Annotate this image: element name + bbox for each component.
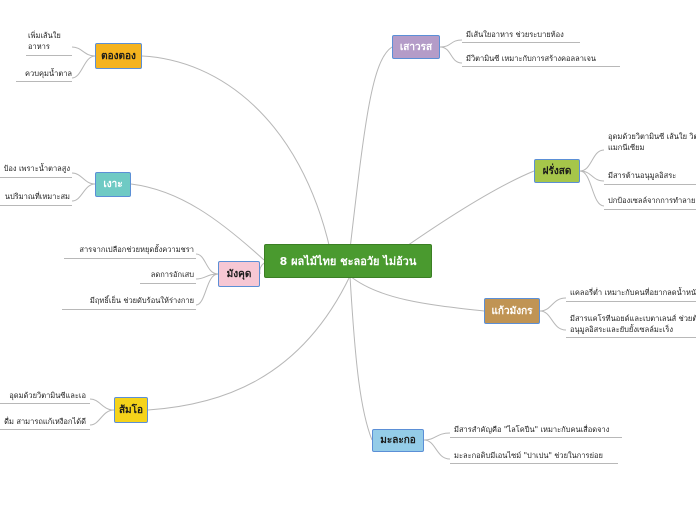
leaf-link [195, 253, 219, 275]
leaf-text: อุดมด้วยวิตามินซี เส้นใย วิตามินเอ โพแทส… [608, 132, 696, 152]
branch-faraws[interactable]: เสาวรส [392, 35, 440, 59]
leaf-faraws-1[interactable]: มีเส้นใยอาหาร ช่วยระบายท้อง [466, 30, 564, 39]
branch-kaewmangkon[interactable]: แก้วมังกร [484, 298, 540, 324]
branch-farang[interactable]: ฝรั่งสด [534, 159, 580, 183]
link-kaewmangkon [349, 275, 485, 312]
leaf-underline [0, 403, 90, 404]
leaf-underline [566, 337, 696, 338]
leaf-link [439, 46, 463, 64]
leaf-somo-2[interactable]: ดื่ม สามารถแก้เหงือกได้ดี [4, 417, 86, 426]
leaf-thongthong-2[interactable]: ควบคุมน้ำตาล [25, 69, 72, 78]
branch-thongthong[interactable]: ตองตอง [95, 43, 142, 69]
leaf-underline [462, 66, 620, 67]
leaf-underline [604, 184, 696, 185]
leaf-underline [62, 309, 196, 310]
branch-malakor[interactable]: มะละกอ [372, 429, 424, 452]
leaf-link [579, 149, 605, 172]
leaf-underline [16, 81, 72, 82]
leaf-link [439, 39, 463, 48]
leaf-underline [604, 209, 696, 210]
leaf-underline [64, 258, 196, 259]
leaf-link [71, 46, 96, 57]
leaf-underline [450, 437, 622, 438]
branch-label: เสาวรส [399, 41, 433, 53]
branch-ngo[interactable]: เงาะ [95, 172, 131, 197]
leaf-farang-2[interactable]: มีสารต้านอนุมูลอิสระ [608, 171, 677, 180]
leaf-text: เพิ่มเส้นใยอาหาร [28, 31, 61, 51]
leaf-link [423, 432, 451, 441]
branch-label: แก้วมังกร [491, 305, 533, 317]
branch-somo[interactable]: ส้มโอ [114, 397, 148, 423]
leaf-text: มีสารแคโรทีนอยด์และเบตาเลนส์ ช่วยต้านอนุ… [570, 314, 696, 334]
leaf-link [579, 170, 605, 207]
leaf-malakor-2[interactable]: มะละกอดิบมีเอนไซม์ "ปาเปน" ช่วยในการย่อย [454, 451, 603, 460]
leaf-link [195, 273, 219, 306]
leaf-underline [0, 205, 72, 206]
branch-label: มะละกอ [380, 435, 416, 446]
leaf-ngo-1[interactable]: ป้อง เพราะน้ำตาลสูง [3, 164, 70, 173]
leaf-link [423, 439, 451, 460]
leaf-mangkhut-3[interactable]: มีฤทธิ์เย็น ช่วยดับร้อนให้ร่างกาย [89, 296, 194, 305]
leaf-underline [566, 301, 696, 302]
leaf-underline [0, 429, 90, 430]
leaf-faraws-2[interactable]: มีวิตามินซี เหมาะกับการสร้างคอลลาเจน [466, 54, 597, 63]
leaf-underline [462, 42, 580, 43]
leaf-underline [140, 283, 196, 284]
branch-label: ตองตอง [101, 50, 136, 62]
leaf-somo-1[interactable]: อุดมด้วยวิตามินซีและเอ [9, 391, 86, 400]
leaf-farang-1[interactable]: อุดมด้วยวิตามินซี เส้นใย วิตามินเอ โพแทส… [608, 131, 696, 153]
leaf-link [539, 297, 567, 312]
leaf-underline [450, 463, 618, 464]
link-malakor [349, 275, 373, 441]
link-thongthong [141, 55, 331, 250]
leaf-link [71, 55, 96, 79]
leaf-kaewmangkon-1[interactable]: แคลอรี่ต่ำ เหมาะกับคนที่อยากลดน้ำหนัก [570, 287, 696, 298]
leaf-mangkhut-1[interactable]: สารจากเปลือกช่วยหยุดยั้งความชรา [79, 245, 194, 254]
leaf-link [89, 409, 115, 426]
leaf-text: ปกป้องเซลล์จากการทำลาย [608, 196, 696, 205]
central-topic[interactable]: 8 ผลไม้ไทย ชะลอวัย ไม่อ้วน [264, 244, 432, 278]
leaf-thongthong-1[interactable]: เพิ่มเส้นใยอาหาร [28, 30, 72, 52]
leaf-link [539, 310, 567, 331]
leaf-underline [26, 55, 72, 56]
leaf-underline [0, 177, 72, 178]
link-ngo [130, 183, 265, 261]
link-faraws [349, 46, 393, 250]
leaf-link [71, 172, 96, 185]
leaf-malakor-1[interactable]: มีสารสำคัญคือ "ไลโคปีน" เหมาะกับคนเสื่อด… [454, 425, 610, 434]
leaf-kaewmangkon-2[interactable]: มีสารแคโรทีนอยด์และเบตาเลนส์ ช่วยต้านอนุ… [570, 313, 696, 335]
branch-mangkhut[interactable]: มังคุด [218, 261, 260, 287]
branch-label: เงาะ [103, 179, 123, 190]
branch-label: มังคุด [226, 268, 252, 280]
leaf-text: แคลอรี่ต่ำ เหมาะกับคนที่อยากลดน้ำหนัก [570, 288, 696, 297]
branch-label: ฝรั่งสด [542, 165, 572, 177]
leaf-ngo-2[interactable]: นปริมาณที่เหมาะสม [4, 192, 70, 201]
branch-label: ส้มโอ [118, 404, 144, 416]
leaf-link [71, 183, 96, 202]
link-somo [147, 275, 351, 411]
central-topic-label: 8 ผลไม้ไทย ชะลอวัย ไม่อ้วน [279, 255, 417, 268]
leaf-mangkhut-2[interactable]: ลดการอักเสบ [150, 270, 194, 279]
leaf-link [89, 398, 115, 411]
leaf-farang-3[interactable]: ปกป้องเซลล์จากการทำลาย [608, 195, 696, 206]
